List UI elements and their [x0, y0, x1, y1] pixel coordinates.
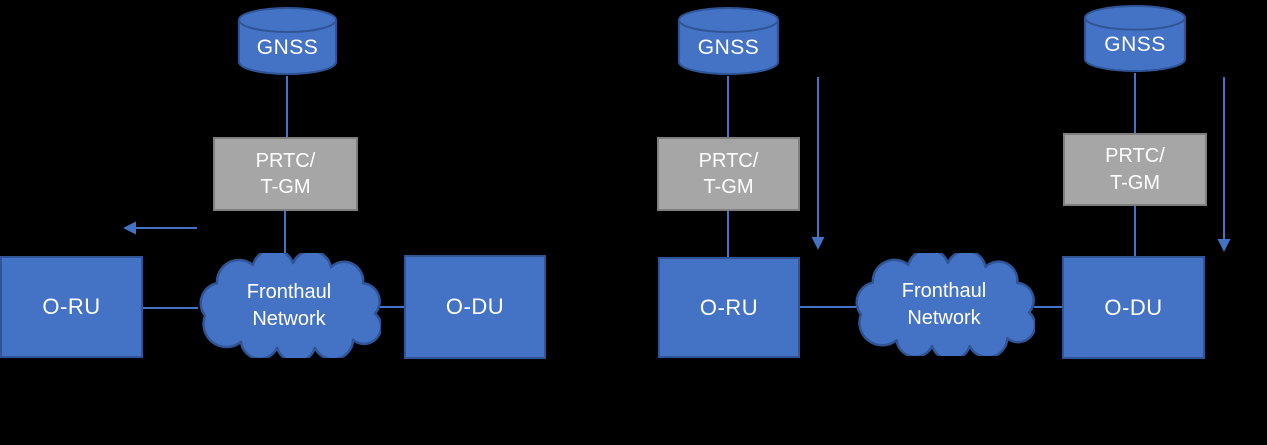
o-ru-label: O-RU: [699, 294, 759, 320]
gnss-cylinder-at-odu: GNSS: [1083, 4, 1187, 74]
o-du-label: O-DU: [445, 294, 505, 319]
gnss-label: GNSS: [256, 35, 319, 59]
prtc-tgm-label-line1: PRTC/: [1105, 145, 1165, 168]
cylinder-shape: [678, 7, 779, 75]
gnss-label: GNSS: [697, 35, 760, 59]
o-du-box-right: O-DU: [1062, 256, 1205, 359]
o-ru-box: O-RU: [0, 256, 143, 358]
o-ru-label: O-RU: [42, 294, 101, 319]
prtc-tgm-box: PRTC/ T-GM: [213, 137, 358, 211]
cloud-shape: [855, 253, 1035, 356]
prtc-tgm-label-line1: PRTC/: [255, 149, 316, 172]
fronthaul-cloud-right: Fronthaul Network: [853, 253, 1035, 356]
prtc-tgm-label-line2: T-GM: [1110, 171, 1160, 194]
prtc-tgm-box-at-oru: PRTC/ T-GM: [657, 137, 800, 211]
fronthaul-cloud: Fronthaul Network: [197, 253, 381, 358]
gnss-cylinder-at-oru: GNSS: [677, 6, 780, 77]
prtc-tgm-box-at-odu: PRTC/ T-GM: [1063, 133, 1207, 206]
prtc-tgm-label-line2: T-GM: [260, 176, 311, 198]
gnss-label: GNSS: [1104, 33, 1166, 56]
prtc-tgm-label-line1: PRTC/: [698, 149, 759, 172]
fronthaul-label-line2: Network: [907, 306, 981, 329]
gnss-cylinder: GNSS: [237, 6, 338, 77]
o-du-label: O-DU: [1104, 294, 1163, 320]
cloud-shape: [199, 253, 381, 358]
fronthaul-label-line1: Fronthaul: [901, 279, 987, 302]
cylinder-shape: [238, 7, 337, 75]
o-ru-box-right: O-RU: [658, 257, 800, 358]
o-du-box: O-DU: [404, 255, 546, 359]
cylinder-shape: [1084, 4, 1186, 73]
fronthaul-label-line1: Fronthaul: [246, 280, 332, 303]
fronthaul-label-line2: Network: [252, 307, 326, 330]
prtc-tgm-label-line2: T-GM: [703, 176, 754, 198]
